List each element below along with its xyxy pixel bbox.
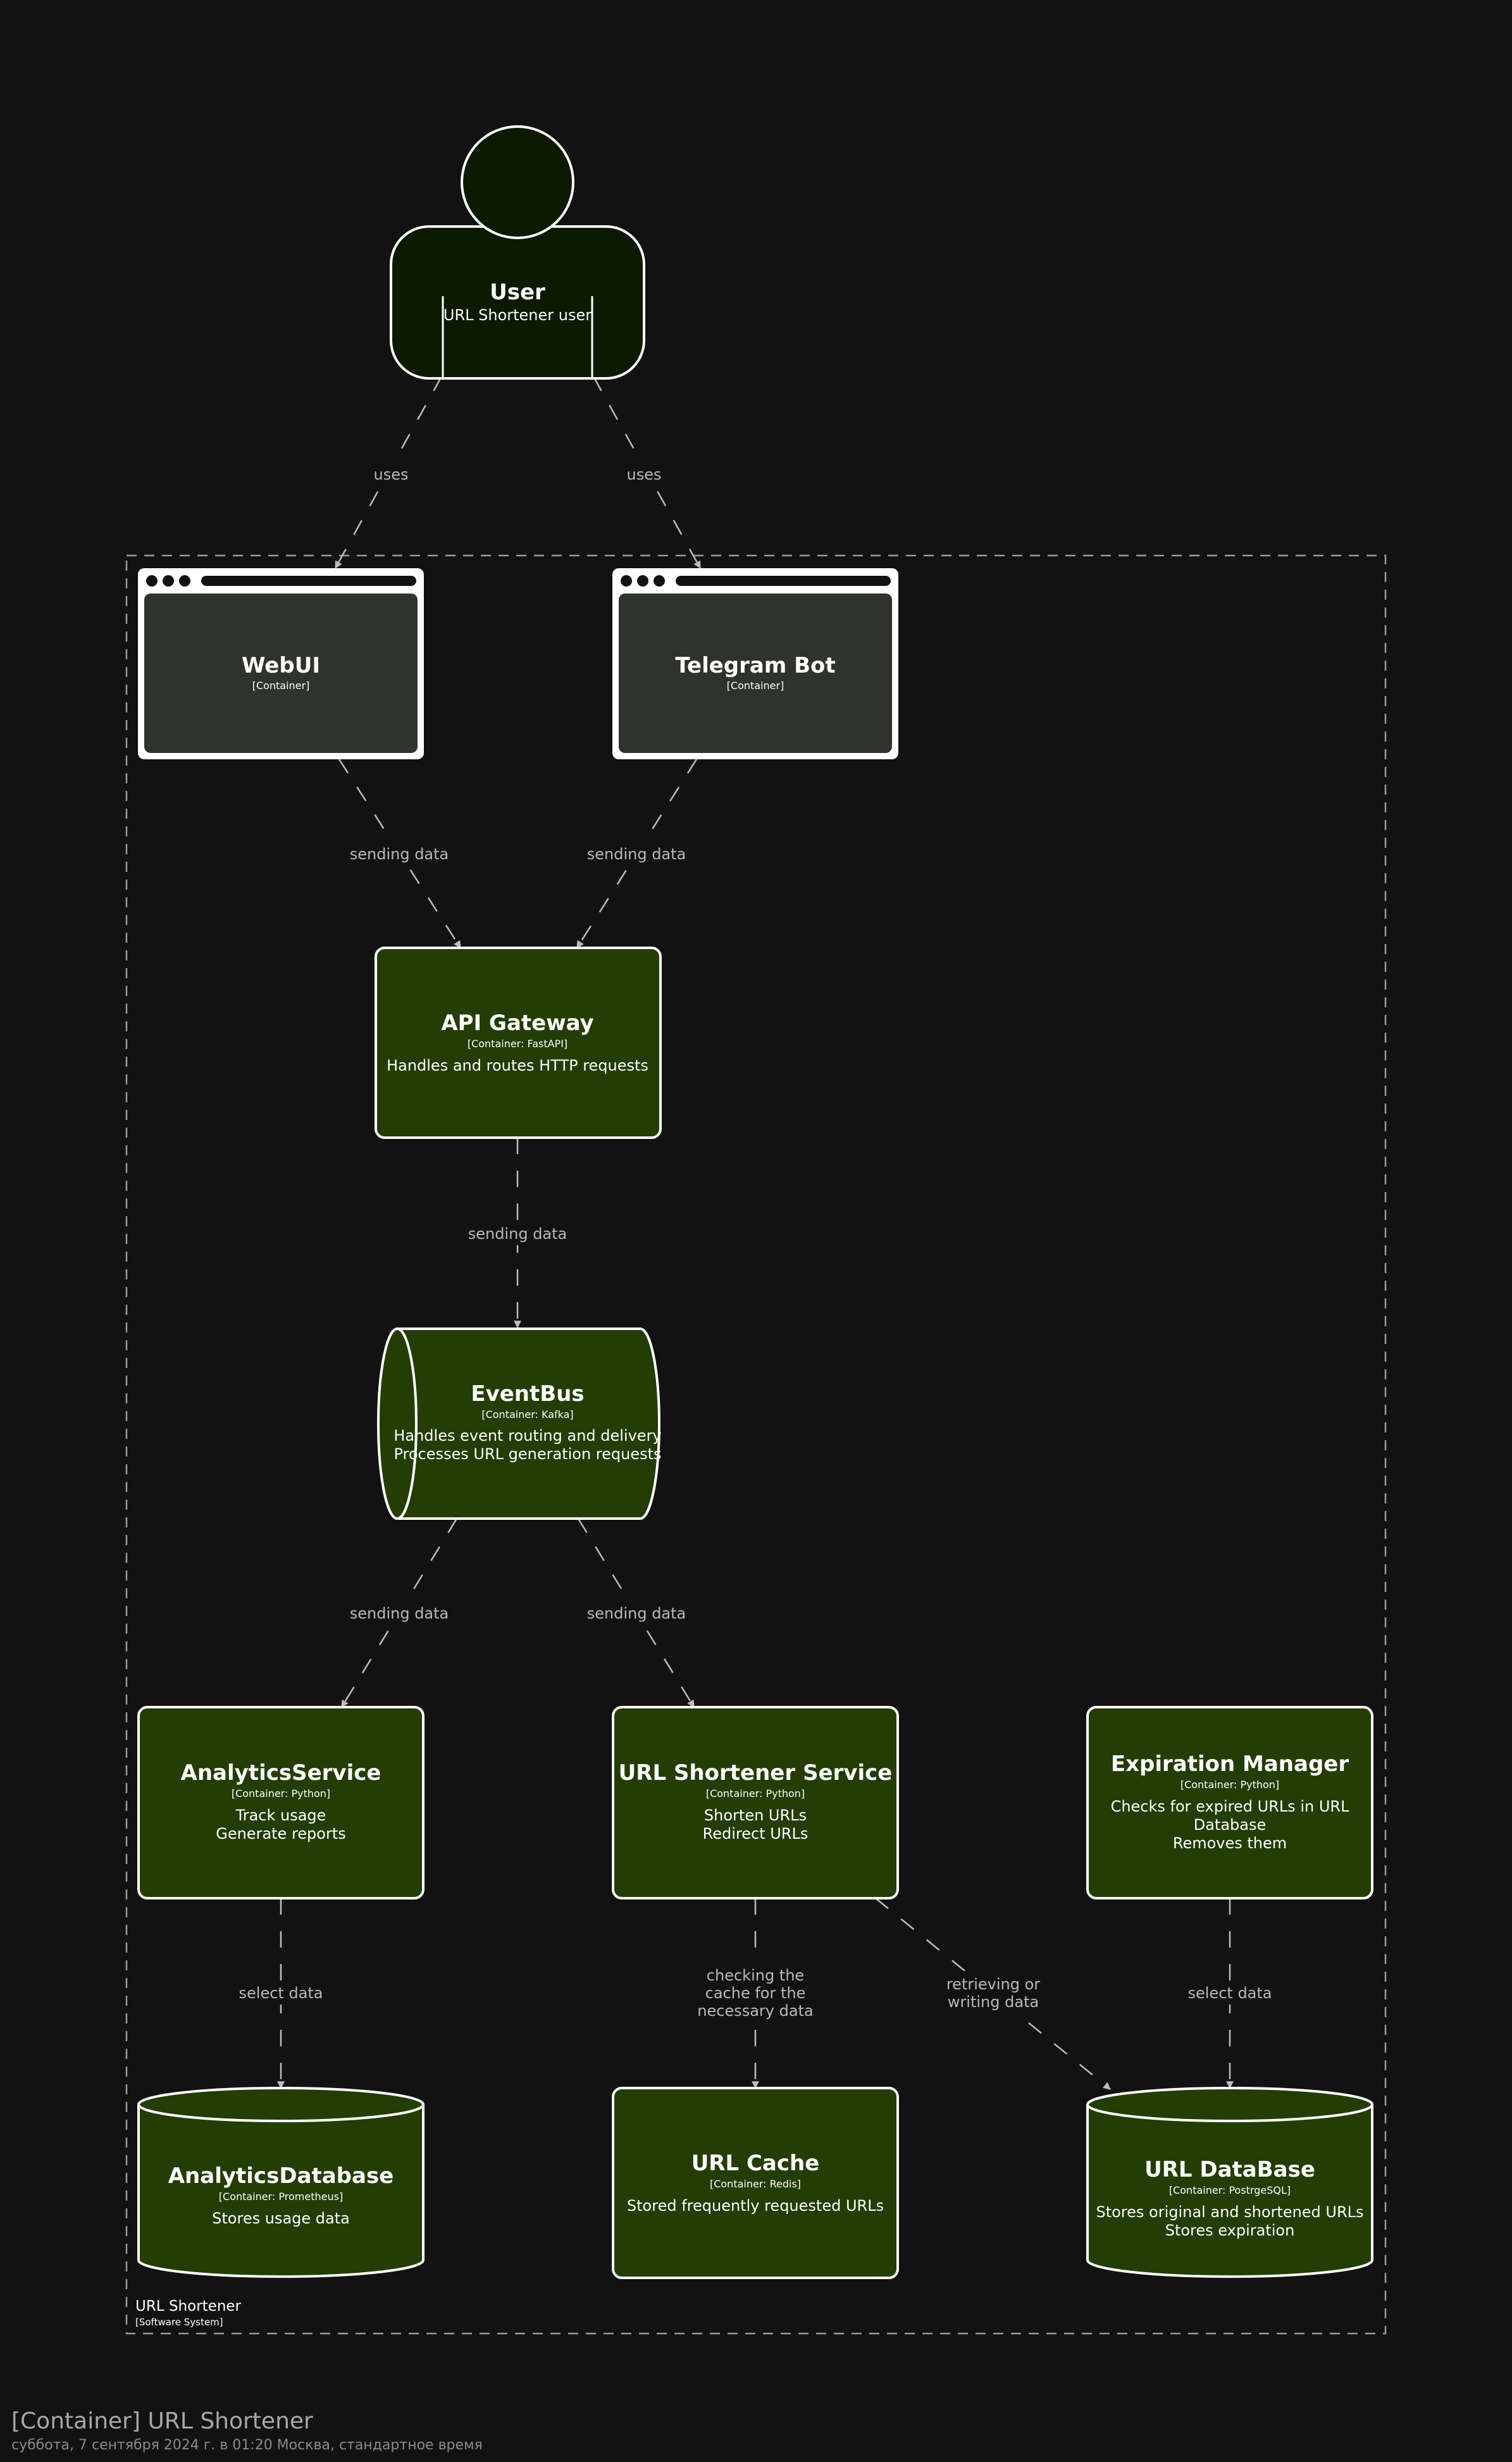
analytics-database-title: AnalyticsDatabase [168, 2163, 394, 2189]
url-database-container[interactable]: URL DataBase [Container: PostrgeSQL] Sto… [1086, 2087, 1373, 2278]
api-gateway-title: API Gateway [441, 1010, 593, 1036]
window-dot-icon [146, 575, 158, 587]
address-bar [201, 576, 416, 586]
eventbus-container[interactable]: EventBus [Container: Kafka] Handles even… [377, 1327, 662, 1520]
expiration-manager-tag: [Container: Python] [1180, 1779, 1279, 1791]
url-shortener-service-description-line2: Redirect URLs [703, 1825, 809, 1843]
window-dot-icon [654, 575, 665, 587]
label-eventbus-shortener: sending data [587, 1605, 686, 1622]
boundary-name: URL Shortener [135, 2298, 242, 2315]
telegram-tag: [Container] [727, 680, 784, 692]
relationship-labels: uses uses sending data sending data send… [239, 462, 1272, 2025]
telegram-title: Telegram Bot [675, 653, 835, 678]
analytics-service-description-line2: Generate reports [216, 1825, 346, 1843]
analytics-service-tag: [Container: Python] [232, 1787, 330, 1800]
label-shortener-urldb-line1: retrieving or [946, 1975, 1040, 1993]
telegram-screen [619, 594, 892, 753]
webui-tag: [Container] [252, 680, 310, 692]
label-shortener-cache-line3: necessary data [697, 2002, 813, 2020]
api-gateway-box [375, 947, 662, 1139]
system-boundary [125, 554, 1387, 2335]
url-database-body [1086, 2087, 1373, 2278]
url-database-top-rim [1086, 2104, 1373, 2122]
analytics-database-body [137, 2087, 424, 2278]
expiration-manager-description-line2: Database [1194, 1816, 1267, 1834]
user-person[interactable]: User URL Shortener user [390, 125, 645, 380]
label-shortener-cache-line1: checking the [707, 1967, 804, 1984]
eventbus-tag: [Container: Kafka] [481, 1408, 573, 1421]
address-bar [676, 576, 891, 586]
url-cache-tag: [Container: Redis] [710, 2178, 801, 2190]
analytics-service-box [137, 1706, 424, 1899]
expiration-manager-container[interactable]: Expiration Manager [Container: Python] C… [1086, 1706, 1373, 1899]
expiration-manager-title: Expiration Manager [1111, 1751, 1349, 1777]
url-cache-title: URL Cache [691, 2151, 820, 2176]
analytics-service-container[interactable]: AnalyticsService [Container: Python] Tra… [137, 1706, 424, 1899]
eventbus-description-line1: Handles event routing and delivery [393, 1427, 661, 1445]
url-shortener-service-description-line1: Shorten URLs [704, 1806, 807, 1824]
label-gateway-eventbus: sending data [468, 1225, 567, 1243]
label-analytics-db: select data [239, 1984, 323, 2002]
analytics-database-top-rim [137, 2104, 424, 2122]
webui-title: WebUI [242, 653, 320, 678]
label-webui-gateway: sending data [350, 845, 449, 863]
window-dot-icon [637, 575, 648, 587]
boundary-tag: [Software System] [135, 2316, 223, 2328]
api-gateway-tag: [Container: FastAPI] [468, 1038, 567, 1050]
webui-container[interactable]: WebUI [Container] [138, 568, 424, 759]
url-cache-box [612, 2087, 899, 2279]
label-telegram-gateway: sending data [587, 845, 686, 863]
analytics-database-container[interactable]: AnalyticsDatabase [Container: Prometheus… [137, 2087, 424, 2278]
api-gateway-container[interactable]: API Gateway [Container: FastAPI] Handles… [375, 947, 662, 1139]
eventbus-description-line2: Processes URL generation requests [393, 1445, 661, 1463]
label-shortener-urldb-line2: writing data [948, 1993, 1039, 2011]
label-shortener-cache-line2: cache for the [705, 1984, 806, 2002]
url-cache-description: Stored frequently requested URLs [627, 2197, 884, 2215]
label-expiration-urldb: select data [1188, 1984, 1272, 2002]
label-user-telegram: uses [627, 466, 662, 483]
expiration-manager-box [1086, 1706, 1373, 1899]
analytics-service-title: AnalyticsService [181, 1760, 381, 1786]
url-shortener-service-title: URL Shortener Service [619, 1760, 893, 1786]
webui-screen [144, 594, 418, 753]
url-shortener-service-tag: [Container: Python] [706, 1787, 805, 1800]
diagram-title: [Container] URL Shortener [11, 2408, 313, 2434]
person-head [461, 125, 574, 239]
expiration-manager-description-line3: Removes them [1173, 1834, 1287, 1852]
window-dot-icon [163, 575, 174, 587]
window-dot-icon [179, 575, 190, 587]
url-shortener-service-box [612, 1706, 899, 1899]
eventbus-title: EventBus [471, 1381, 584, 1407]
url-shortener-service-container[interactable]: URL Shortener Service [Container: Python… [612, 1706, 899, 1899]
label-user-webui: uses [374, 466, 409, 483]
url-database-title: URL DataBase [1144, 2157, 1315, 2182]
analytics-database-tag: [Container: Prometheus] [219, 2191, 343, 2203]
eventbus-end-cap [397, 1327, 418, 1520]
url-database-tag: [Container: PostrgeSQL] [1169, 2184, 1291, 2196]
window-dot-icon [621, 575, 632, 587]
url-database-description-line2: Stores expiration [1165, 2222, 1295, 2239]
label-eventbus-analytics: sending data [350, 1605, 449, 1622]
url-database-description-line1: Stores original and shortened URLs [1096, 2203, 1363, 2221]
eventbus-body [377, 1327, 660, 1520]
analytics-service-description-line1: Track usage [235, 1806, 326, 1824]
expiration-manager-description-line1: Checks for expired URLs in URL [1111, 1798, 1350, 1815]
url-cache-container[interactable]: URL Cache [Container: Redis] Stored freq… [612, 2087, 899, 2279]
analytics-database-description: Stores usage data [212, 2210, 350, 2227]
user-title: User [490, 280, 545, 305]
api-gateway-description: Handles and routes HTTP requests [387, 1057, 648, 1074]
diagram-timestamp: суббота, 7 сентября 2024 г. в 01:20 Моск… [11, 2437, 483, 2453]
user-description: URL Shortener user [443, 306, 592, 324]
telegram-bot-container[interactable]: Telegram Bot [Container] [612, 568, 898, 759]
